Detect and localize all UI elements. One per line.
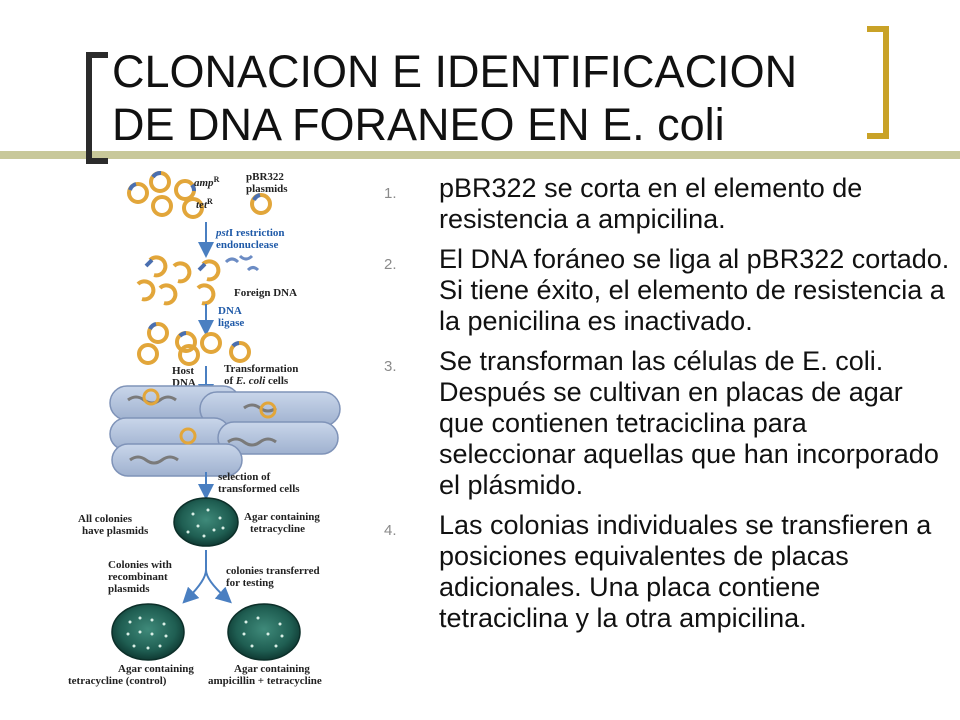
title-accent-line [0,151,960,159]
list-item-number: 2. [384,256,397,273]
list-item-text: Se transforman las células de E. coli. D… [439,346,939,500]
amp-tet-plate [227,603,301,661]
amp-tet-plate-colonies [242,616,284,648]
transformation-label-line2: of E. coli cells [224,375,289,387]
recombinant-line2: recombinant [108,571,168,583]
pst-label-line1: pstI restriction [215,227,285,239]
recombinant-line3: plasmids [108,583,150,595]
e-coli-cells [109,385,341,477]
transferred-line1: colonies transferred [226,565,320,577]
control-plate [111,603,185,661]
pbr-label-line2: plasmids [246,183,288,195]
transferred-line2: for testing [226,577,274,589]
right-bracket-decoration [865,26,889,139]
branch-arrow-right [205,569,232,604]
list-item-number: 3. [384,358,397,375]
transformation-label-line1: Transformation [224,363,298,375]
ligase-label-line2: ligase [218,317,244,329]
agar-tet-line2: tetracycline [250,523,305,535]
amp-label: ampR [194,175,220,190]
control-plate-colonies [126,616,168,650]
list-item-text: Las colonias individuales se transfieren… [439,510,932,633]
ligase-label-line1: DNA [218,305,242,317]
branch-arrow-left [182,550,207,604]
title-line-2: DE DNA FORANEO EN E. coli [112,99,725,150]
title-line-1: CLONACION E IDENTIFICACION [112,46,798,97]
host-dna-line1: Host [172,365,194,377]
steps-list: 1. pBR322 se corta en el elemento de res… [384,173,950,643]
recombinant-line1: Colonies with [108,559,172,571]
selection-label-line1: selection of [218,471,271,483]
list-item: 1. pBR322 se corta en el elemento de res… [384,173,950,235]
list-item-text: El DNA foráneo se liga al pBR322 cortado… [439,244,950,336]
slide-title: CLONACION E IDENTIFICACION DE DNA FORANE… [112,45,872,151]
selection-plate [173,497,239,547]
pst-label-line2: endonuclease [216,239,278,251]
all-colonies-line1: All colonies [78,513,133,525]
agar-tet-line1: Agar containing [244,511,320,523]
list-item-number: 1. [384,185,397,202]
intact-plasmids [127,171,272,219]
tet-label: tetR [196,197,213,212]
list-item: 2. El DNA foráneo se liga al pBR322 cort… [384,244,950,337]
list-item: 3. Se transforman las células de E. coli… [384,346,950,501]
all-colonies-line2: have plasmids [82,525,149,537]
pbr-label-line1: pBR322 [246,171,284,183]
list-item-text: pBR322 se corta en el elemento de resist… [439,173,863,234]
control-plate-line1: Agar containing [118,663,194,675]
foreign-dna-label: Foreign DNA [234,287,297,299]
foreign-dna-fragments [224,254,260,272]
control-plate-line2: tetracycline (control) [68,675,167,687]
list-item-number: 4. [384,522,397,539]
list-item: 4. Las colonias individuales se transfie… [384,510,950,634]
recombinant-plasmids [137,322,251,366]
selection-label-line2: transformed cells [218,483,300,495]
left-bracket-decoration [86,52,110,164]
cloning-diagram: ampR tetR pBR322 plasmids pstI restricti… [68,171,341,687]
cut-plasmids [136,255,221,306]
selection-plate-colonies [186,508,225,538]
amp-tet-plate-line1: Agar containing [234,663,310,675]
amp-tet-plate-line2: ampicillin + tetracycline [208,675,322,687]
